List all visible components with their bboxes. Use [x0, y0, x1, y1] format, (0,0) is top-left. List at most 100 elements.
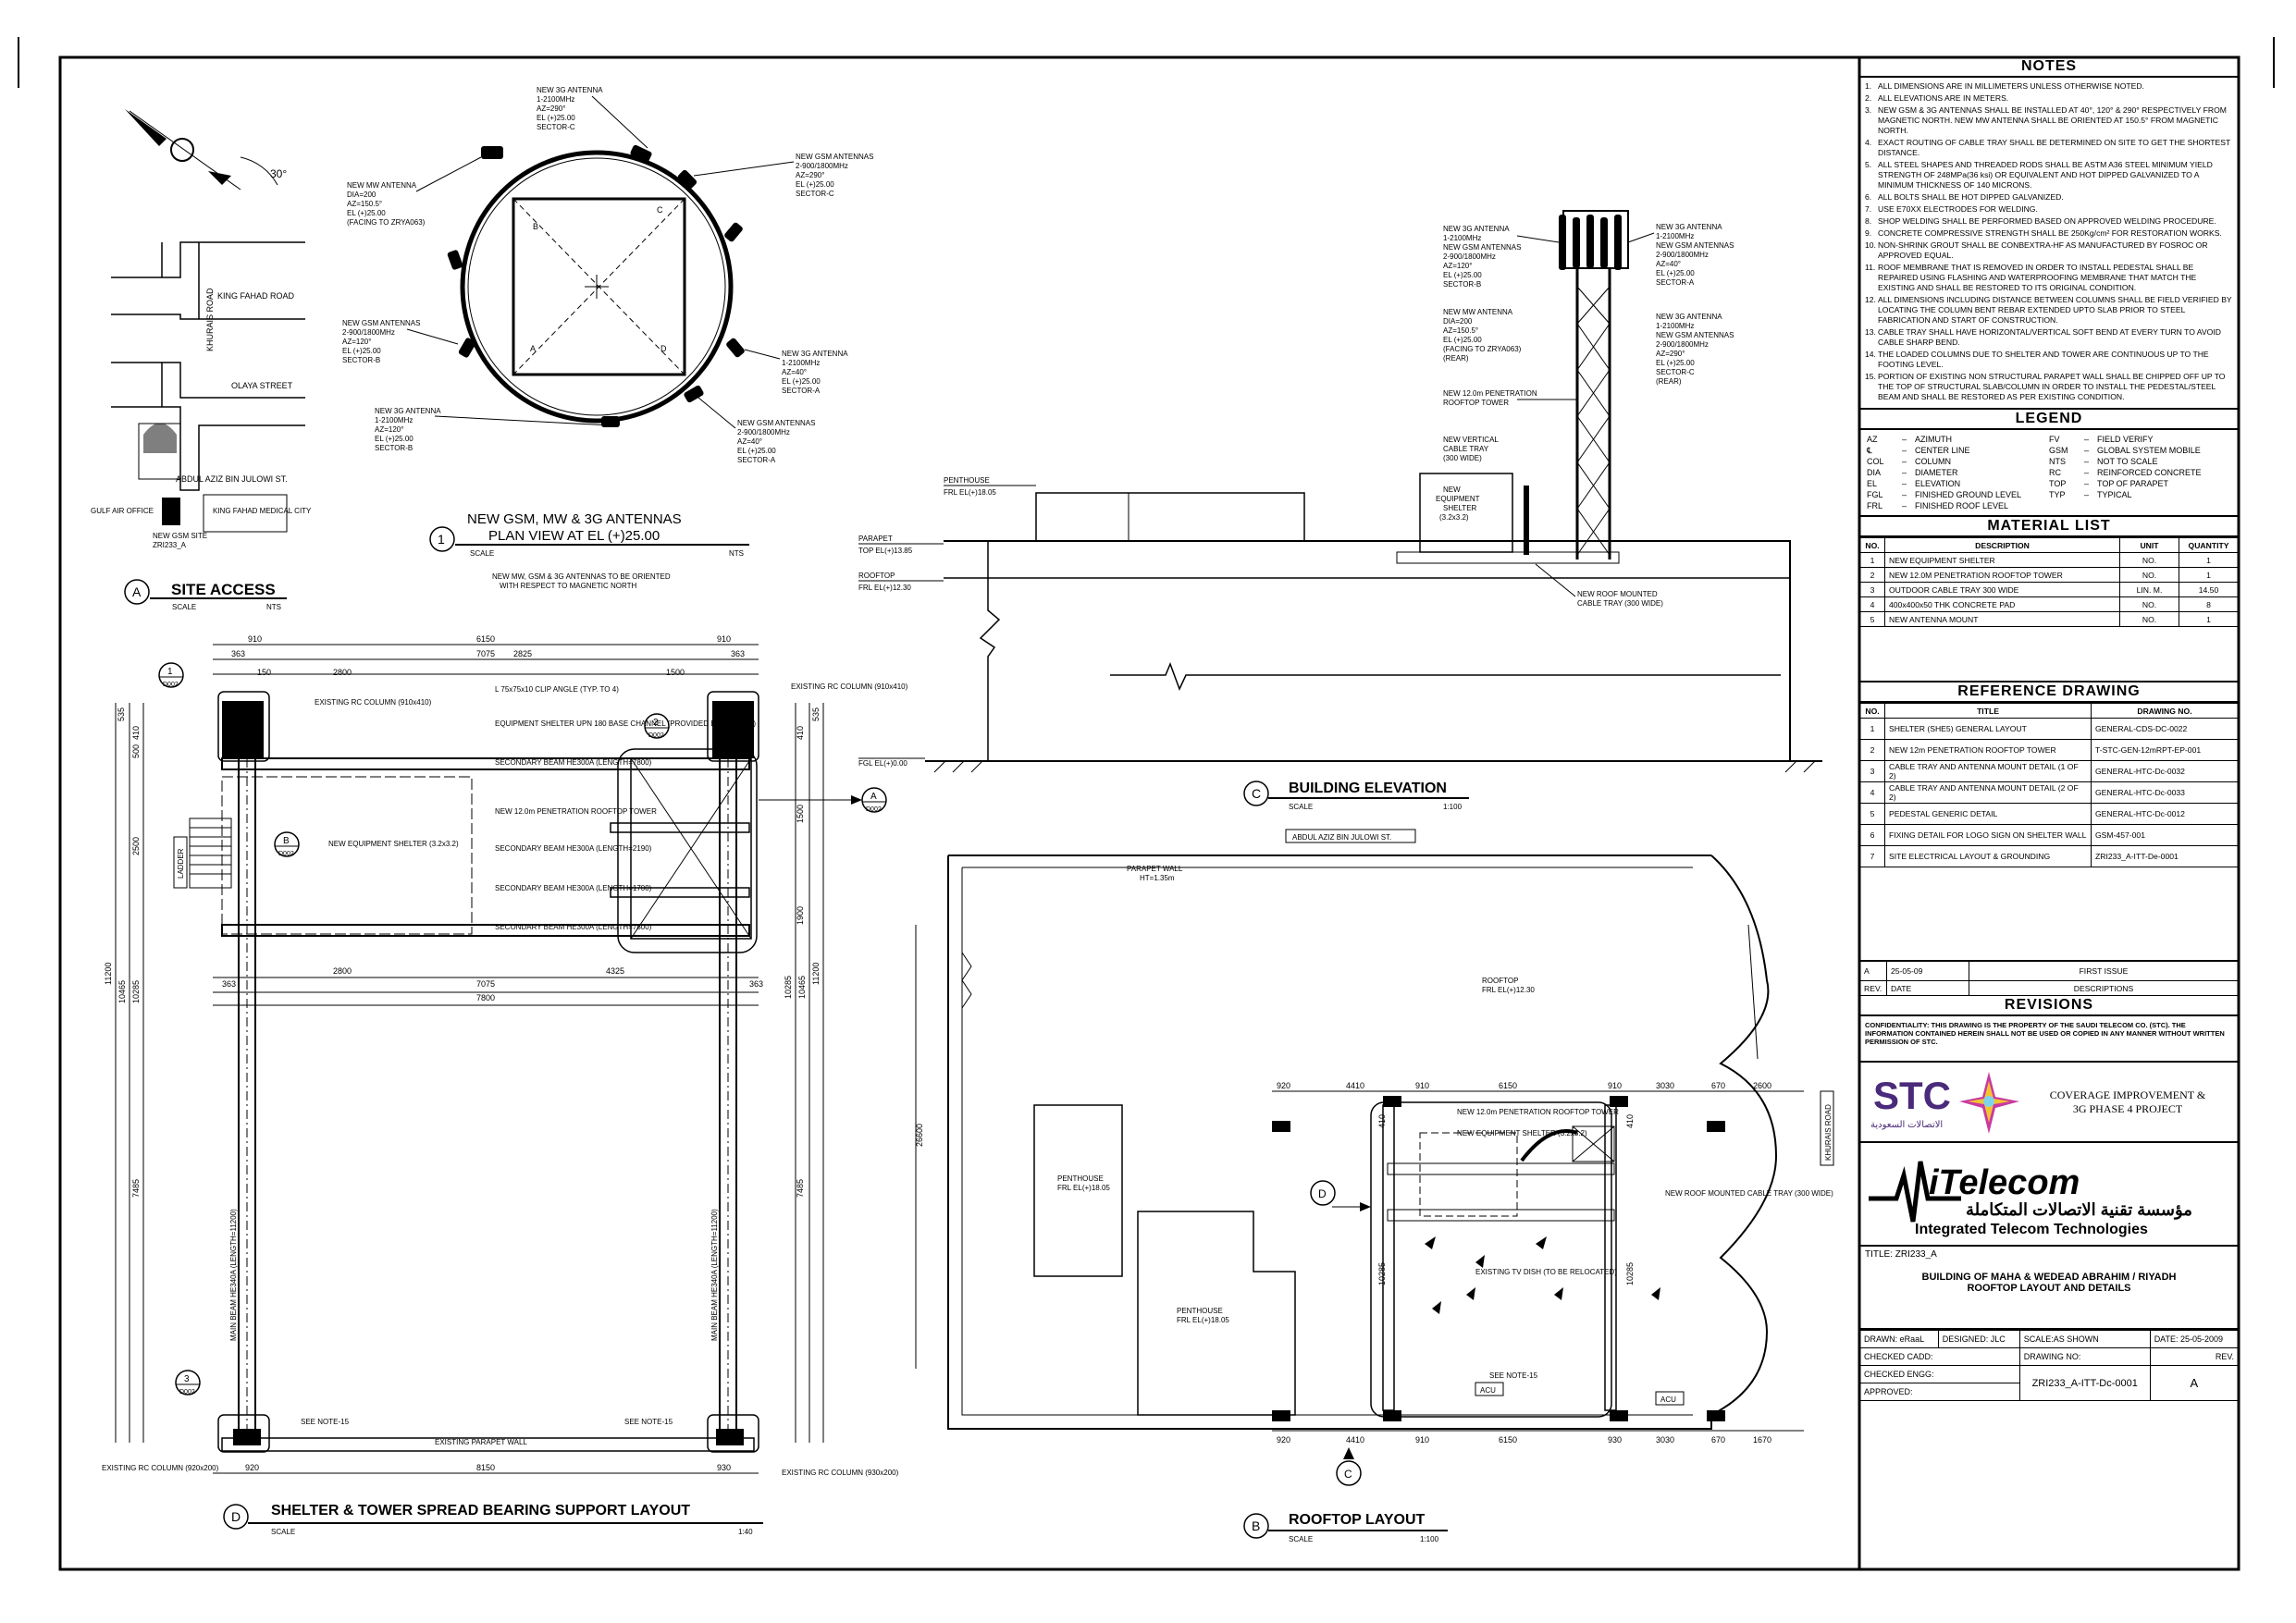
note-number: 11. — [1865, 263, 1876, 272]
svg-text:10285: 10285 — [131, 980, 141, 1003]
reference-col-header: TITLE — [1884, 703, 2092, 719]
svg-text:D002: D002 — [163, 682, 179, 688]
svg-text:SECTOR-A: SECTOR-A — [1656, 278, 1695, 287]
note-text: ALL STEEL SHAPES AND THREADED RODS SHALL… — [1878, 160, 2213, 190]
svg-text:1:40: 1:40 — [738, 1528, 753, 1536]
svg-text:30°: 30° — [270, 167, 287, 180]
legend-item: COL–COLUMN — [1867, 457, 1952, 466]
svg-text:PLAN VIEW AT EL (+)25.00: PLAN VIEW AT EL (+)25.00 — [488, 528, 660, 544]
note-item: 1.ALL DIMENSIONS ARE IN MILLIMETERS UNLE… — [1865, 81, 2233, 92]
svg-text:B: B — [533, 222, 538, 231]
svg-text:C: C — [657, 205, 663, 215]
legend-item: FV–FIELD VERIFY — [2049, 435, 2154, 444]
svg-text:363: 363 — [222, 979, 236, 989]
stc-star-icon — [1959, 1072, 2019, 1134]
antenna-callout-b3g: NEW 3G ANTENNA 1-2100MHz AZ=120° EL (+)2… — [375, 407, 611, 452]
svg-text:6150: 6150 — [476, 634, 495, 644]
contractor-block: iTelecom مؤسسة تقنية الاتصالات المتكاملة… — [1859, 1143, 2239, 1247]
svg-text:BUILDING ELEVATION: BUILDING ELEVATION — [1289, 781, 1447, 796]
note-text: ALL DIMENSIONS ARE IN MILLIMETERS UNLESS… — [1878, 81, 2144, 91]
note-text: ALL DIMENSIONS INCLUDING DISTANCE BETWEE… — [1878, 295, 2232, 325]
svg-text:WITH RESPECT TO MAGNETIC NORTH: WITH RESPECT TO MAGNETIC NORTH — [500, 582, 637, 590]
svg-text:NEW MW ANTENNA: NEW MW ANTENNA — [347, 181, 417, 190]
svg-text:AZ=150.5°: AZ=150.5° — [1443, 326, 1478, 335]
revisions-header: REVISIONS — [1859, 996, 2239, 1016]
svg-text:NEW 3G ANTENNA: NEW 3G ANTENNA — [782, 350, 848, 358]
svg-text:410: 410 — [1625, 1114, 1635, 1128]
legend-item: EL–ELEVATION — [1867, 479, 1961, 488]
svg-text:7800: 7800 — [476, 993, 495, 1002]
svg-text:NEW GSM ANTENNAS: NEW GSM ANTENNAS — [737, 419, 815, 427]
svg-text:1: 1 — [167, 667, 173, 677]
svg-text:NEW EQUIPMENT SHELTER (3.2x3.2: NEW EQUIPMENT SHELTER (3.2x3.2) — [328, 840, 459, 848]
svg-text:AZ=150.5°: AZ=150.5° — [347, 200, 382, 208]
svg-text:EL (+)25.00: EL (+)25.00 — [782, 377, 821, 386]
svg-text:NEW 12.0m PENETRATION ROOFTOP: NEW 12.0m PENETRATION ROOFTOP TOWER — [1457, 1108, 1619, 1116]
svg-text:NEW MW ANTENNA: NEW MW ANTENNA — [1443, 308, 1513, 316]
svg-text:B: B — [1252, 1518, 1260, 1533]
material-col-header: UNIT — [2119, 537, 2179, 553]
svg-text:EL (+)25.00: EL (+)25.00 — [737, 447, 776, 455]
svg-text:NEW EQUIPMENT SHELTER (3.2x3.2: NEW EQUIPMENT SHELTER (3.2x3.2) — [1457, 1129, 1587, 1137]
svg-text:7485: 7485 — [131, 1179, 141, 1198]
svg-text:NTS: NTS — [266, 603, 281, 611]
note-item: 15.PORTION OF EXISTING NON STRUCTURAL PA… — [1865, 372, 2233, 402]
stc-logo: STC الاتصالات السعودية — [1859, 1063, 2019, 1141]
material-list-header: MATERIAL LIST — [1859, 515, 2239, 537]
svg-text:(FACING TO ZRYA063): (FACING TO ZRYA063) — [347, 218, 426, 227]
svg-text:SECONDARY BEAM HE300A (LENGTH=: SECONDARY BEAM HE300A (LENGTH=7800) — [495, 758, 652, 767]
note-number: 5. — [1865, 160, 1872, 169]
svg-text:EL (+)25.00: EL (+)25.00 — [796, 180, 834, 189]
svg-text:PARAPET WALL: PARAPET WALL — [1127, 865, 1183, 873]
svg-text:NEW 3G ANTENNA: NEW 3G ANTENNA — [1656, 313, 1722, 321]
note-item: 7.USE E70XX ELECTRODES FOR WELDING. — [1865, 204, 2233, 215]
note-number: 6. — [1865, 192, 1872, 202]
svg-text:2800: 2800 — [333, 668, 352, 677]
svg-text:910: 910 — [717, 634, 731, 644]
note-text: THE LOADED COLUMNS DUE TO SHELTER AND TO… — [1878, 350, 2209, 369]
svg-text:2800: 2800 — [333, 966, 352, 976]
note-number: 8. — [1865, 216, 1872, 226]
svg-text:SECONDARY BEAM HE300A (LENGTH=: SECONDARY BEAM HE300A (LENGTH=1700) — [495, 884, 652, 892]
svg-text:SCALE: SCALE — [470, 549, 494, 558]
svg-text:670: 670 — [1711, 1435, 1725, 1445]
svg-text:2-900/1800MHz: 2-900/1800MHz — [796, 162, 848, 170]
svg-text:930: 930 — [1608, 1435, 1622, 1445]
reference-col-header: DRAWING NO. — [2091, 703, 2239, 719]
svg-text:910: 910 — [1608, 1081, 1622, 1090]
svg-text:EL (+)25.00: EL (+)25.00 — [537, 114, 575, 122]
svg-text:910: 910 — [1415, 1435, 1429, 1445]
antenna-callout-mw: NEW MW ANTENNA DIA=200 AZ=150.5° EL (+)2… — [347, 156, 482, 227]
svg-text:KING FAHAD MEDICAL CITY: KING FAHAD MEDICAL CITY — [213, 507, 312, 515]
svg-text:ROOFTOP LAYOUT: ROOFTOP LAYOUT — [1289, 1512, 1426, 1528]
svg-text:1-2100MHz: 1-2100MHz — [782, 359, 820, 367]
legend-item: ℄–CENTER LINE — [1867, 446, 1970, 455]
svg-text:6150: 6150 — [1499, 1435, 1517, 1445]
svg-text:1-2100MHz: 1-2100MHz — [1656, 232, 1694, 240]
svg-text:ACU: ACU — [1660, 1396, 1676, 1404]
svg-text:AZ=290°: AZ=290° — [796, 171, 824, 179]
svg-text:4410: 4410 — [1346, 1435, 1364, 1445]
note-number: 13. — [1865, 327, 1876, 337]
svg-text:FRL EL(+)18.05: FRL EL(+)18.05 — [1177, 1316, 1229, 1324]
note-item: 11.ROOF MEMBRANE THAT IS REMOVED IN ORDE… — [1865, 263, 2233, 293]
svg-text:3030: 3030 — [1656, 1081, 1674, 1090]
svg-text:10285: 10285 — [1377, 1262, 1387, 1285]
legend-item: NTS–NOT TO SCALE — [2049, 457, 2158, 466]
note-item: 3.NEW GSM & 3G ANTENNAS SHALL BE INSTALL… — [1865, 105, 2233, 136]
svg-text:SHELTER: SHELTER — [1443, 504, 1477, 512]
svg-text:SECONDARY BEAM HE300A (LENGTH=: SECONDARY BEAM HE300A (LENGTH=7800) — [495, 923, 652, 931]
svg-text:D: D — [660, 344, 667, 353]
svg-text:NEW 3G ANTENNA: NEW 3G ANTENNA — [537, 86, 603, 94]
svg-text:10465: 10465 — [117, 980, 127, 1003]
svg-text:A: A — [870, 792, 877, 802]
svg-text:AZ=120°: AZ=120° — [1443, 262, 1472, 270]
svg-text:PENTHOUSE: PENTHOUSE — [944, 476, 990, 485]
svg-text:(300 WIDE): (300 WIDE) — [1443, 454, 1482, 462]
svg-text:ZRI233_A: ZRI233_A — [153, 541, 187, 549]
svg-text:SCALE: SCALE — [1289, 803, 1313, 811]
svg-text:2825: 2825 — [513, 649, 532, 658]
